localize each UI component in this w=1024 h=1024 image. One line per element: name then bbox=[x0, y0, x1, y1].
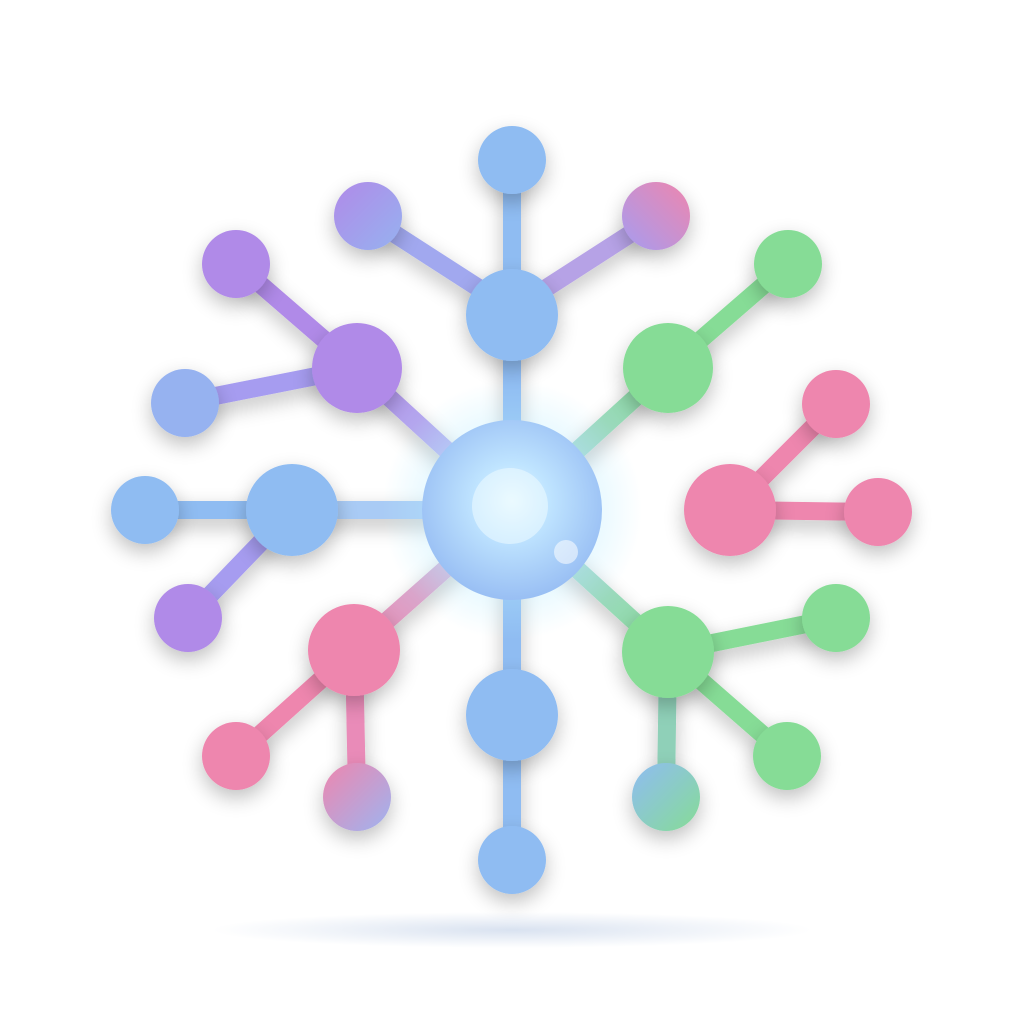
node-left-mid bbox=[246, 464, 338, 556]
node-upper-left-mid bbox=[312, 323, 402, 413]
hub-highlight bbox=[472, 468, 548, 544]
leaf-left-b bbox=[154, 584, 222, 652]
leaf-top-left bbox=[334, 182, 402, 250]
leaf-upper-left-a bbox=[202, 230, 270, 298]
leaf-upper-right-a bbox=[754, 230, 822, 298]
leaf-lower-left-b bbox=[323, 763, 391, 831]
node-right-mid bbox=[684, 464, 776, 556]
leaf-lower-right-b bbox=[753, 722, 821, 790]
leaf-left-a bbox=[111, 476, 179, 544]
leaf-upper-left-b bbox=[151, 369, 219, 437]
leaf-right-b bbox=[844, 478, 912, 546]
leaf-lower-right-c bbox=[632, 763, 700, 831]
hub-sparkle bbox=[554, 540, 578, 564]
floor-shadow bbox=[212, 912, 812, 948]
node-upper-right-mid bbox=[623, 323, 713, 413]
leaf-top-right bbox=[622, 182, 690, 250]
node-lower-right-mid bbox=[622, 606, 714, 698]
leaf-bottom bbox=[478, 826, 546, 894]
leaf-lower-right-a bbox=[802, 584, 870, 652]
leaf-right-a bbox=[802, 370, 870, 438]
leaf-top bbox=[478, 126, 546, 194]
node-bottom-mid bbox=[466, 669, 558, 761]
leaf-lower-left-a bbox=[202, 722, 270, 790]
node-top-mid bbox=[466, 269, 558, 361]
node-lower-left-mid bbox=[308, 604, 400, 696]
